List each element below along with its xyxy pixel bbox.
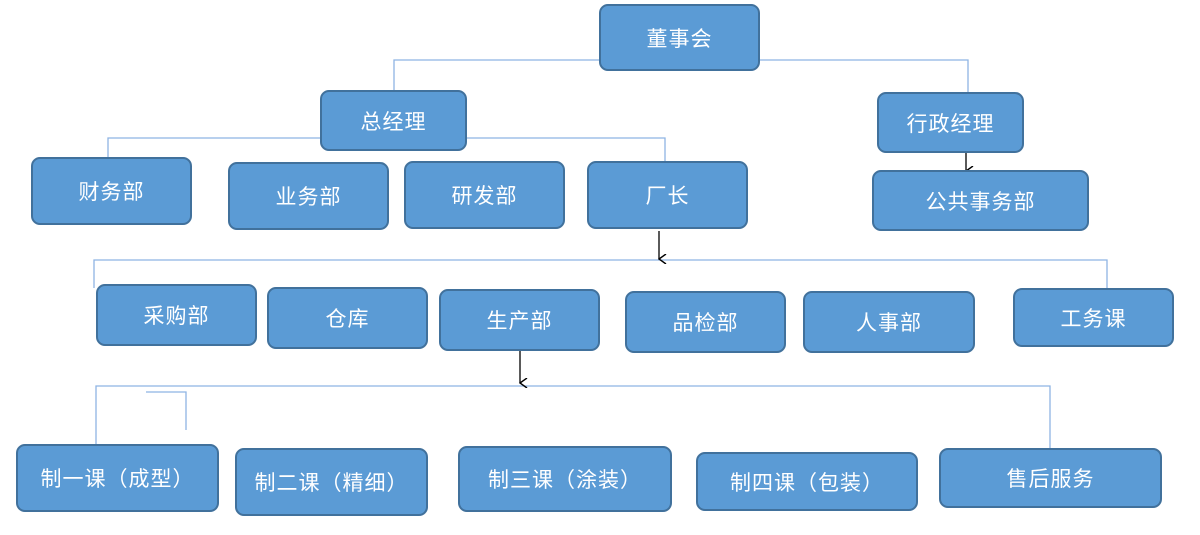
node-warehouse: 仓库	[267, 287, 428, 349]
node-finance-dept: 财务部	[31, 157, 192, 225]
node-rnd-dept: 研发部	[404, 161, 565, 229]
connector-production-branch	[95, 385, 1051, 450]
node-section-3-coating: 制三课（涂装）	[458, 446, 672, 512]
node-public-affairs-dept: 公共事务部	[872, 170, 1089, 231]
node-section-2-finishing: 制二课（精细）	[235, 448, 428, 516]
connector-stub	[146, 391, 187, 430]
node-engineering-section: 工务课	[1013, 288, 1174, 347]
node-purchasing-dept: 采购部	[96, 284, 257, 346]
node-after-sales-service: 售后服务	[939, 448, 1162, 508]
node-production-dept: 生产部	[439, 289, 600, 351]
node-board: 董事会	[599, 4, 760, 71]
node-hr-dept: 人事部	[803, 291, 975, 353]
node-quality-dept: 品检部	[625, 291, 786, 353]
node-factory-director: 厂长	[587, 161, 748, 229]
node-business-dept: 业务部	[228, 162, 389, 230]
node-section-1-molding: 制一课（成型）	[16, 444, 219, 512]
node-section-4-packaging: 制四课（包装）	[696, 452, 918, 511]
node-admin-manager: 行政经理	[877, 92, 1024, 153]
node-general-manager: 总经理	[320, 90, 467, 151]
connector-factory-branch	[93, 259, 1108, 290]
